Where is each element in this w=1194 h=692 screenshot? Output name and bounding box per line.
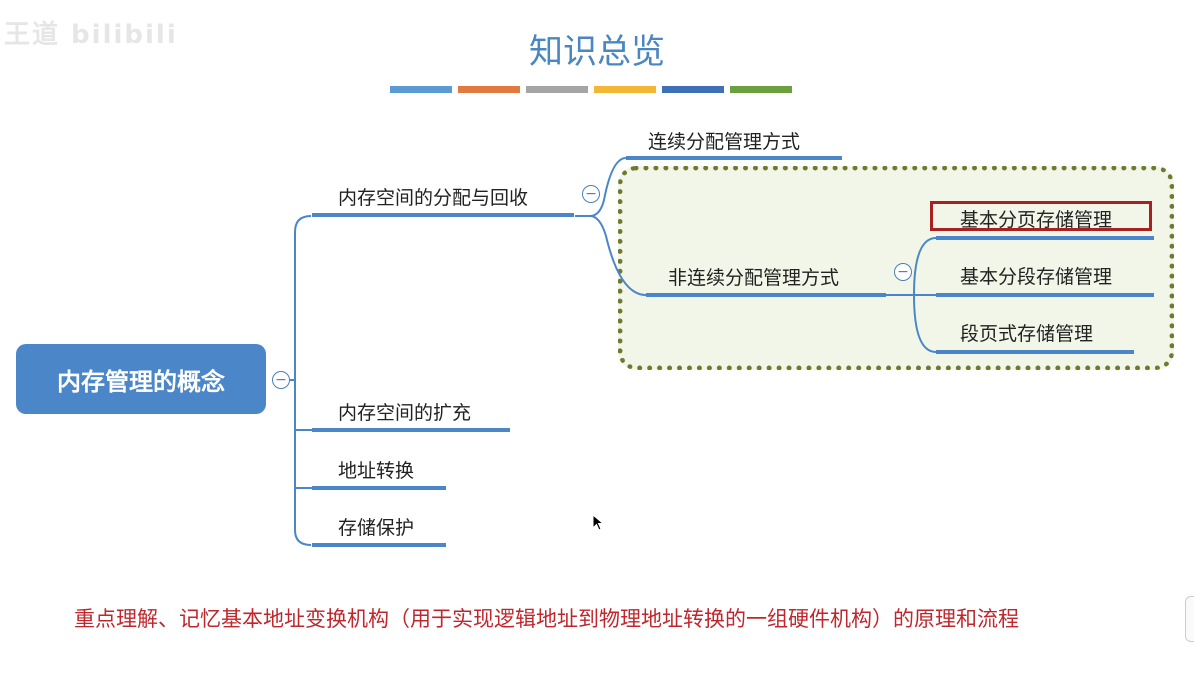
connector-allocation-noncontiguous [589,215,647,296]
color-bar-segment [390,86,452,93]
collapse-toggle-root[interactable]: − [272,371,290,389]
connector-root-allocation [290,215,312,381]
node-underline [646,293,886,297]
node-basic-paging[interactable]: 基本分页存储管理 [960,209,1113,231]
connector-allocation-contiguous [575,157,627,217]
node-basic-segmentation[interactable]: 基本分段存储管理 [960,266,1113,288]
branch-underline [312,213,574,217]
color-bar-segment [594,86,656,93]
page-title: 知识总览 [529,32,665,72]
node-contiguous-allocation[interactable]: 连续分配管理方式 [648,131,801,153]
node-noncontiguous-allocation[interactable]: 非连续分配管理方式 [668,267,840,289]
branch-underline [312,486,446,490]
color-bar-segment [662,86,724,93]
color-bar-segment [730,86,792,93]
node-underline [936,350,1134,354]
key-point-note: 重点理解、记忆基本地址变换机构（用于实现逻辑地址到物理地址转换的一组硬件机构）的… [74,607,1019,631]
color-bar-segment [458,86,520,93]
collapse-toggle-noncontiguous[interactable]: − [894,263,912,281]
root-node-memory-management[interactable]: 内存管理的概念 [16,344,266,414]
connector-root-storage [294,380,312,546]
branch-underline [312,428,510,432]
branch-address-translation[interactable]: 地址转换 [338,460,415,482]
node-segment-paging[interactable]: 段页式存储管理 [960,323,1094,345]
connector-noncontig-paging [886,237,937,296]
node-underline [936,293,1154,297]
mouse-cursor-icon [592,514,605,531]
connector-noncontig-segpage [913,294,937,353]
branch-storage-protection[interactable]: 存储保护 [338,517,415,539]
node-underline [626,156,842,160]
node-underline [936,236,1154,240]
watermark-logo: 王道 bilibili [4,20,178,50]
collapse-toggle-allocation[interactable]: − [582,185,600,203]
branch-allocation-recovery[interactable]: 内存空间的分配与回收 [338,187,529,209]
highlight-box-basic-paging [930,201,1152,231]
color-bar-segment [526,86,588,93]
branch-memory-expansion[interactable]: 内存空间的扩充 [338,402,472,424]
side-panel-handle[interactable] [1185,596,1194,642]
branch-underline [312,543,446,547]
